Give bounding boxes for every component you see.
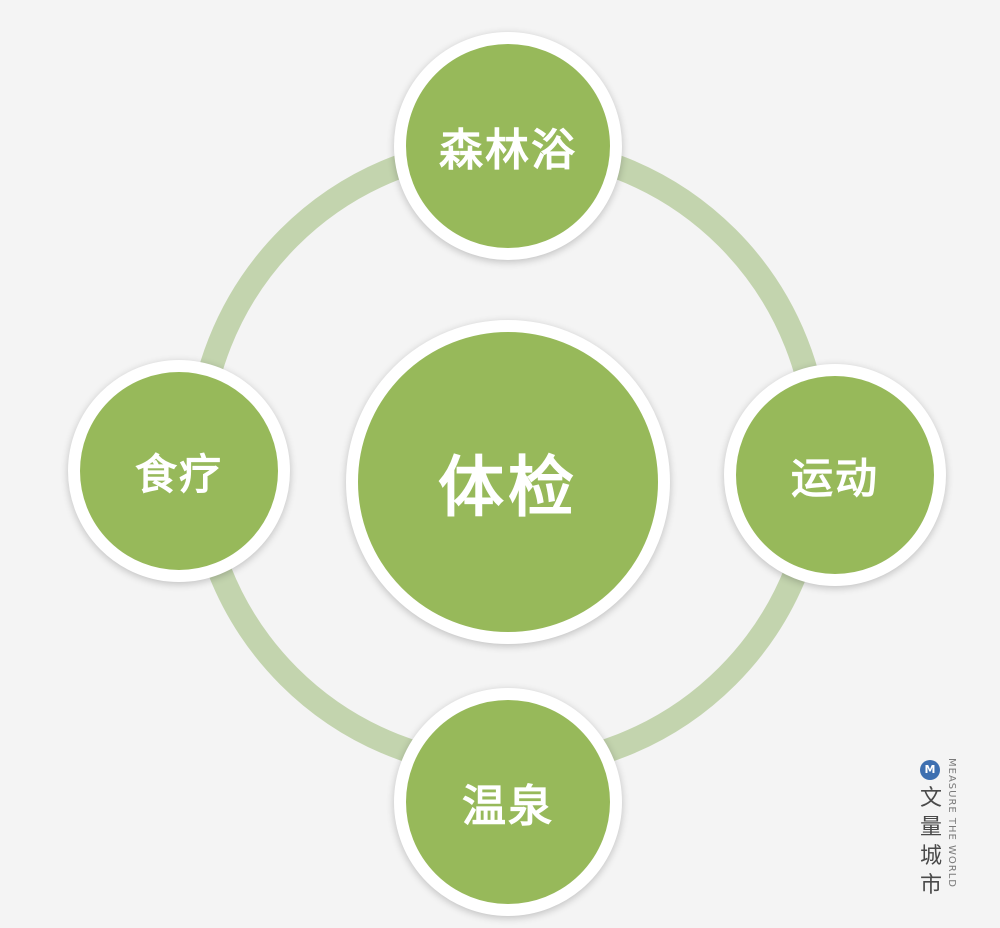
node-exercise: 运动	[724, 364, 946, 586]
node-label: 温泉	[462, 781, 554, 832]
watermark: M 文量城市 MEASURE THE WORLD	[912, 752, 976, 902]
center-node-health-checkup: 体检	[346, 320, 670, 644]
brand-logo-icon: M	[920, 760, 940, 780]
center-label: 体检	[438, 448, 578, 526]
watermark-brand-text: 文量城市	[919, 786, 942, 898]
node-label: 食疗	[134, 449, 223, 499]
node-hot-spring: 温泉	[394, 688, 622, 916]
watermark-tagline: MEASURE THE WORLD	[946, 758, 957, 889]
node-label: 森林浴	[439, 125, 577, 176]
node-diet-therapy: 食疗	[68, 360, 290, 582]
node-forest-bathing: 森林浴	[394, 32, 622, 260]
node-label: 运动	[790, 453, 879, 503]
